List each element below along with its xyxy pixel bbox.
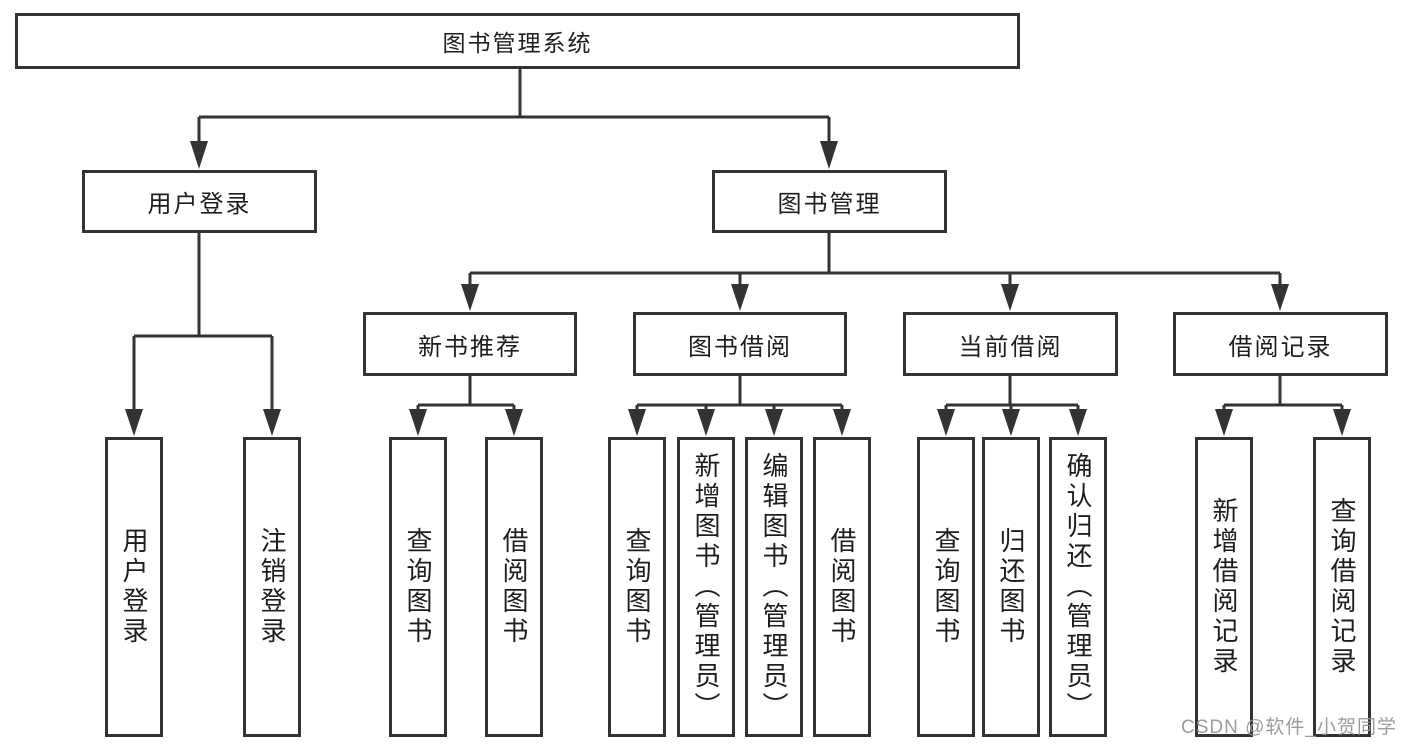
leaf-edit-books-admin: 编辑图书（管理员） <box>745 437 803 737</box>
arrowhead <box>409 409 427 436</box>
arrowhead <box>697 409 715 436</box>
leaf-add-borrow-record: 新增借阅记录 <box>1195 437 1253 737</box>
node-borrow-records: 借阅记录 <box>1173 312 1388 376</box>
leaf-logout: 注销登录 <box>243 437 301 737</box>
arrowhead <box>1333 409 1351 436</box>
leaf-query-books-recommend: 查询图书 <box>389 437 447 737</box>
arrowhead <box>833 409 851 436</box>
leaf-borrow-books: 借阅图书 <box>813 437 871 737</box>
node-current-borrow: 当前借阅 <box>903 312 1118 376</box>
arrowhead <box>125 409 143 436</box>
arrowhead <box>628 409 646 436</box>
connector-book-management <box>468 233 1282 287</box>
arrowhead <box>731 284 749 311</box>
arrowhead <box>263 409 281 436</box>
arrowhead <box>1001 284 1019 311</box>
leaf-query-books-borrow: 查询图书 <box>608 437 666 737</box>
node-new-book-recommend: 新书推荐 <box>363 312 577 376</box>
arrowhead <box>937 409 955 436</box>
connector-current-borrow <box>944 376 1080 412</box>
arrowhead <box>190 141 208 169</box>
arrowhead <box>820 141 838 169</box>
leaf-borrow-books-recommend: 借阅图书 <box>485 437 543 737</box>
arrowhead <box>461 284 479 311</box>
connector-root <box>197 67 831 143</box>
connector-borrow-records <box>1222 376 1344 412</box>
leaf-confirm-return-admin: 确认归还（管理员） <box>1049 437 1107 737</box>
watermark: CSDN @软件_小贺同学 <box>1181 717 1397 738</box>
leaf-query-borrow-record: 查询借阅记录 <box>1313 437 1371 737</box>
node-book-borrow: 图书借阅 <box>633 312 847 376</box>
arrowhead <box>1271 284 1289 311</box>
arrowhead <box>765 409 783 436</box>
arrowhead <box>1002 409 1020 436</box>
arrowheads <box>125 141 1351 436</box>
leaf-return-books: 归还图书 <box>982 437 1040 737</box>
leaf-query-books-current: 查询图书 <box>917 437 975 737</box>
arrowhead <box>1215 409 1233 436</box>
connector-book-borrow <box>635 376 844 412</box>
leaf-user-login: 用户登录 <box>105 437 163 737</box>
connector-new-book-recommend <box>416 376 516 412</box>
node-book-management: 图书管理 <box>712 170 947 233</box>
arrowhead <box>1069 409 1087 436</box>
connector-user-login <box>132 233 274 412</box>
arrowhead <box>505 409 523 436</box>
node-user-login: 用户登录 <box>82 170 317 233</box>
node-library-management-system: 图书管理系统 <box>15 13 1020 69</box>
leaf-add-books-admin: 新增图书（管理员） <box>677 437 735 737</box>
